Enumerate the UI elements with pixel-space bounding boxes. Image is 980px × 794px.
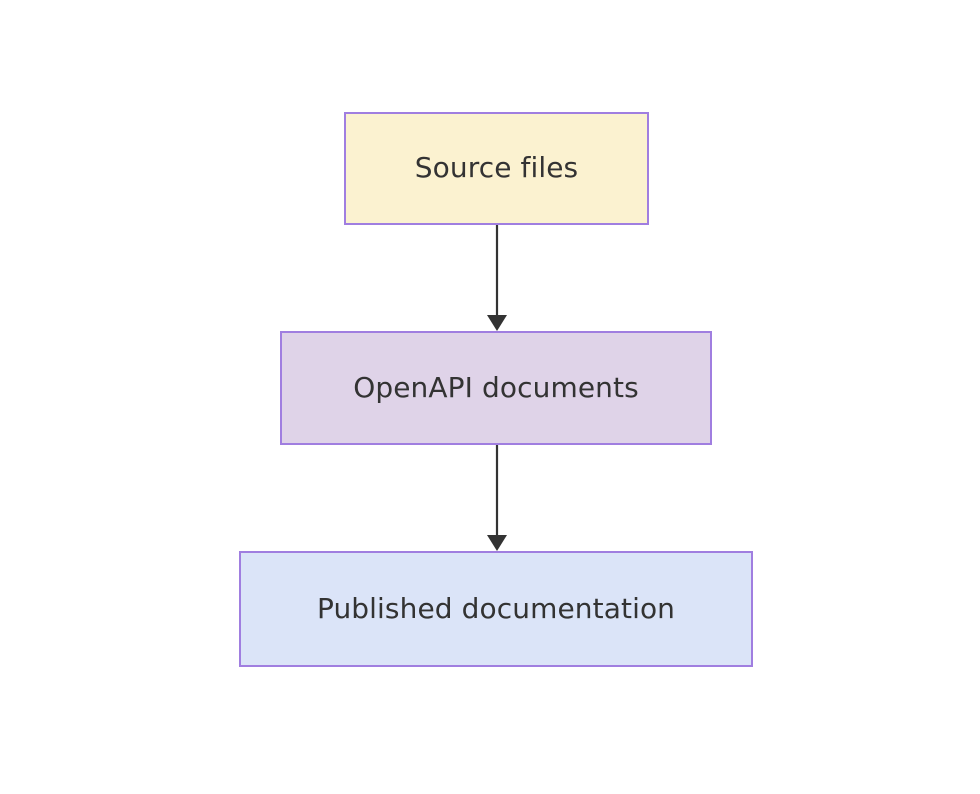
node-published-documentation[interactable]: Published documentation [239,551,753,667]
edge-openapi-to-published-arrowhead [487,535,507,551]
edge-source-to-openapi-arrowhead [487,315,507,331]
node-openapi-documents[interactable]: OpenAPI documents [280,331,712,445]
node-source-files[interactable]: Source files [344,112,649,225]
node-source-files-label: Source files [414,151,579,185]
node-published-documentation-label: Published documentation [316,591,676,625]
edge-source-to-openapi [487,225,507,331]
edge-openapi-to-published [487,445,507,551]
node-openapi-documents-label: OpenAPI documents [353,370,639,404]
